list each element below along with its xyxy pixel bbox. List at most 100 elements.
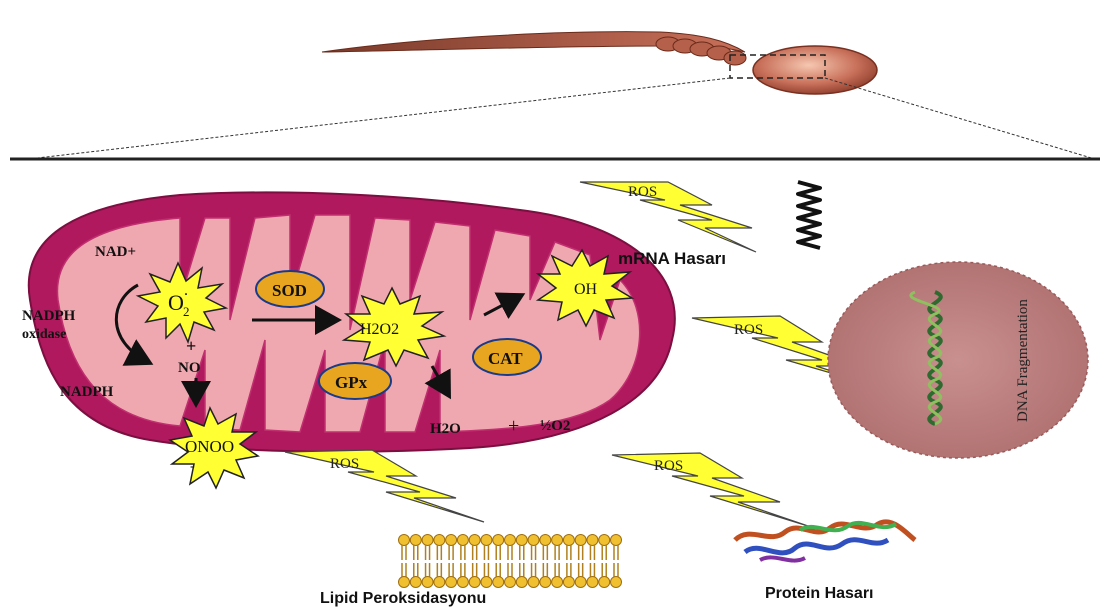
onoo-label: ONOO [185,437,234,456]
lipid-tail [461,545,465,560]
lipid-head [575,535,586,546]
lipid-bilayer-icon [399,535,622,588]
lipid-head [552,577,563,588]
ros-bottom-left-label: ROS [330,456,359,472]
lipid-tail [614,563,618,577]
o2-superscript: . [184,282,188,299]
lipid-tail [555,563,559,577]
half-o2-label: ½O2 [540,418,570,434]
sperm-head [753,46,877,94]
lipid-head [587,577,598,588]
nadph-oxidase-label-1: NADPH [22,308,76,324]
lipid-head [563,535,574,546]
lipid-head [599,535,610,546]
lipid-head [434,577,445,588]
mrna-damage-label: mRNA Hasarı [618,249,726,268]
lipid-head [552,535,563,546]
lipid-tail [590,545,594,560]
lipid-head [457,577,468,588]
lipid-head [410,535,421,546]
lipid-tail [426,563,430,577]
lipid-head [410,577,421,588]
ros-bottom-right-label: ROS [654,458,683,474]
nad-plus-label: NAD+ [95,244,136,260]
no-label: NO [178,360,201,376]
lipid-head [587,535,598,546]
lipid-head [434,535,445,546]
lipid-head [563,577,574,588]
lipid-head [599,577,610,588]
lipid-head [481,577,492,588]
lipid-tail [461,563,465,577]
sperm-cell-icon [20,32,1098,160]
lightning-bolt-icon-bottom-left: ROS [285,450,484,522]
lipid-tail [496,545,500,560]
lipid-tail [414,563,418,577]
protein-damage-label: Protein Hasarı [765,585,873,602]
lipid-head [469,535,480,546]
lipid-head [540,535,551,546]
lipid-head [528,577,539,588]
h2o-label: H2O [430,421,461,437]
h2o2-label: H2O2 [360,321,399,338]
oh-label: OH [574,281,598,298]
lipid-tail [402,545,406,560]
lipid-head [457,535,468,546]
lipid-tail [567,545,571,560]
zoom-line-left [20,78,730,160]
lipid-tail [532,545,536,560]
lipid-tail [543,563,547,577]
ros-right-label: ROS [734,322,763,338]
lipid-head [422,535,433,546]
onoo-charge: - [190,459,195,474]
lipid-head [422,577,433,588]
gpx-label: GPx [335,373,368,392]
lipid-tail [437,563,441,577]
lipid-head [505,535,516,546]
lipid-head [493,535,504,546]
lipid-tail [402,563,406,577]
nadph-oxidase-label-2: oxidase [22,327,66,342]
lipid-tail [484,545,488,560]
gpx-enzyme: GPx [319,363,391,399]
lipid-tail [567,563,571,577]
lipid-peroxidation-label: Lipid Peroksidasyonu [320,590,486,607]
cat-label: CAT [488,349,523,368]
lipid-tail [520,545,524,560]
sod-enzyme: SOD [256,271,324,307]
lipid-tail [426,545,430,560]
lipid-tail [579,545,583,560]
lipid-head [505,577,516,588]
lipid-head [469,577,480,588]
lipid-tail [473,563,477,577]
lipid-tail [602,545,606,560]
lipid-tail [437,545,441,560]
lipid-head [611,577,622,588]
plus2-label: + [508,415,519,437]
lipid-head [540,577,551,588]
lipid-tail [614,545,618,560]
lipid-tail [473,545,477,560]
plus-label: + [186,336,196,356]
nadph-label: NADPH [60,384,114,400]
lipid-tail [496,563,500,577]
lipid-tail [590,563,594,577]
dna-fragmentation-label: DNA Fragmentation [1015,299,1031,422]
lipid-head [446,535,457,546]
lipid-tail [484,563,488,577]
lipid-tail [532,563,536,577]
lipid-head [575,577,586,588]
mitochondrion-icon [29,192,675,451]
lipid-tail [602,563,606,577]
lipid-head [399,535,410,546]
lipid-tail [449,545,453,560]
lipid-tail [508,545,512,560]
cat-enzyme: CAT [473,339,541,375]
dna-fragment-circle: DNA Fragmentation [828,262,1088,458]
lipid-head [446,577,457,588]
lipid-head [399,577,410,588]
lipid-tail [555,545,559,560]
lipid-tail [520,563,524,577]
mrna-coil-icon [798,182,820,248]
